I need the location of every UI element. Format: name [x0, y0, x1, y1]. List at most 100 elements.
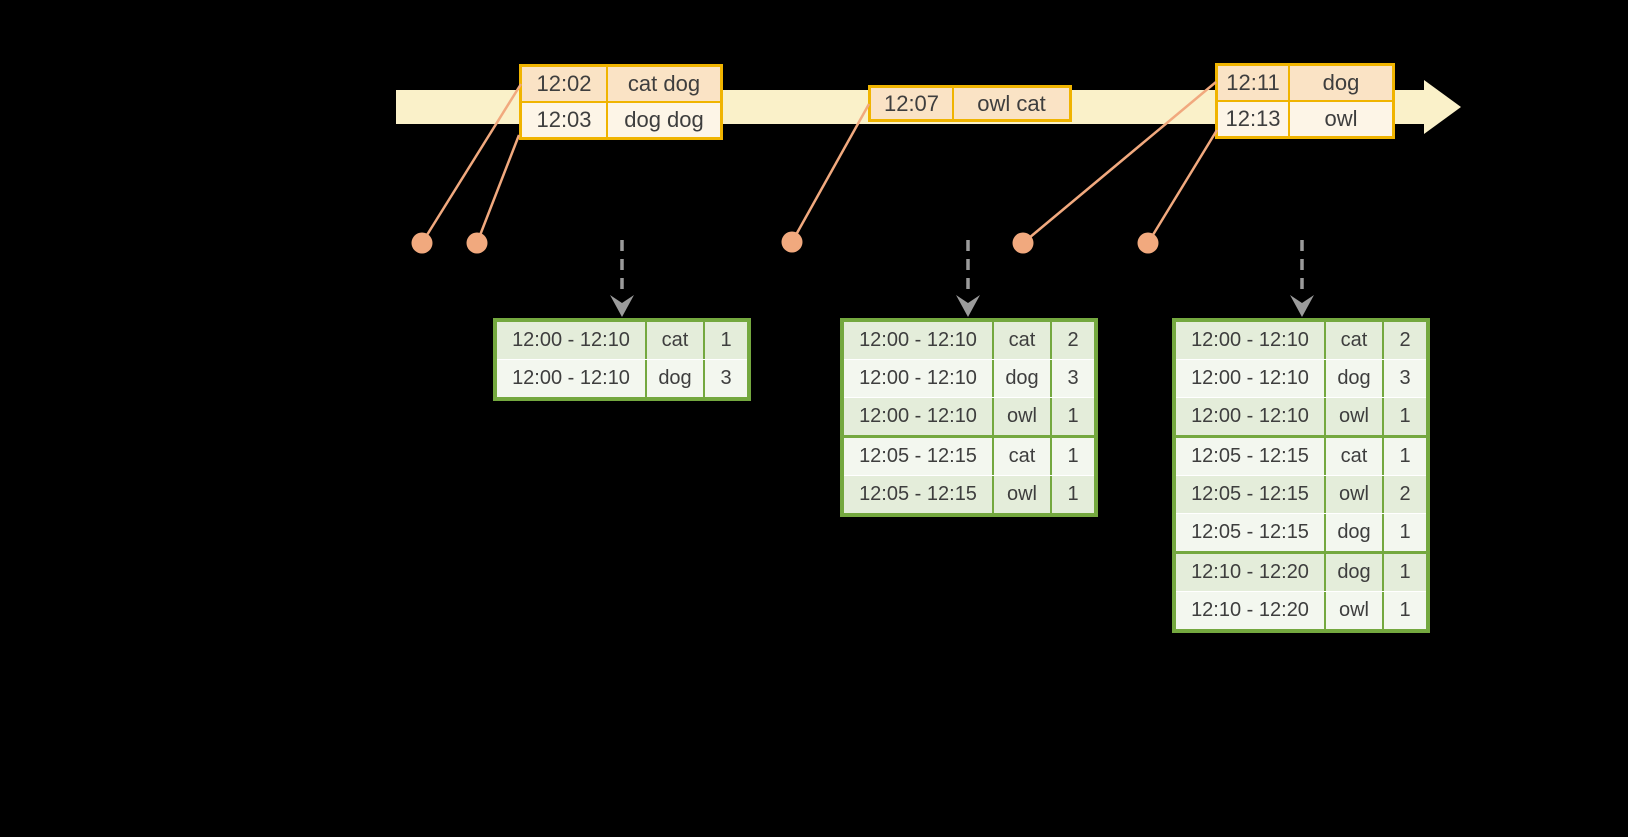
result-word-cell: owl: [1326, 398, 1382, 435]
result-word-cell: owl: [994, 398, 1050, 435]
connector-line: [790, 103, 871, 243]
result-word-cell: cat: [994, 322, 1050, 359]
result-count-cell: 1: [1052, 398, 1094, 435]
result-window-cell: 12:10 - 12:20: [1176, 554, 1324, 591]
result-window-cell: 12:00 - 12:10: [1176, 398, 1324, 435]
trigger-arrows: [610, 240, 1314, 317]
event-dots: [411, 231, 1159, 254]
result-count-cell: 1: [1384, 398, 1426, 435]
connector-line: [475, 134, 521, 244]
result-window-cell: 12:05 - 12:15: [844, 476, 992, 513]
event-time-cell: 12:03: [522, 103, 606, 137]
result-count-cell: 1: [705, 322, 747, 359]
timeline-arrowhead-icon: [1424, 80, 1461, 134]
event-dot-icon: [1137, 232, 1159, 254]
result-count-cell: 1: [1052, 476, 1094, 513]
event-words-cell: cat dog: [608, 67, 720, 101]
result-window-cell: 12:00 - 12:10: [1176, 322, 1324, 359]
result-word-cell: owl: [1326, 592, 1382, 629]
result-word-cell: cat: [1326, 438, 1382, 475]
result-word-cell: owl: [994, 476, 1050, 513]
result-word-cell: cat: [994, 438, 1050, 475]
result-word-cell: cat: [1326, 322, 1382, 359]
result-count-cell: 1: [1052, 438, 1094, 475]
result-count-cell: 1: [1384, 514, 1426, 551]
result-count-cell: 1: [1384, 592, 1426, 629]
event-dot-icon: [781, 231, 803, 253]
event-time-cell: 12:13: [1218, 102, 1288, 136]
result-word-cell: dog: [1326, 360, 1382, 397]
result-window-cell: 12:05 - 12:15: [844, 438, 992, 475]
result-word-cell: owl: [1326, 476, 1382, 513]
event-time-cell: 12:07: [871, 88, 952, 119]
result-count-cell: 2: [1384, 476, 1426, 513]
result-window-cell: 12:05 - 12:15: [1176, 514, 1324, 551]
result-word-cell: dog: [1326, 554, 1382, 591]
result-window-cell: 12:00 - 12:10: [1176, 360, 1324, 397]
result-count-cell: 3: [705, 360, 747, 397]
result-window-cell: 12:05 - 12:15: [1176, 438, 1324, 475]
result-window-cell: 12:00 - 12:10: [844, 398, 992, 435]
result-word-cell: dog: [1326, 514, 1382, 551]
result-count-cell: 1: [1384, 554, 1426, 591]
trigger-arrow-icon: [610, 240, 634, 317]
trigger-arrow-icon: [956, 240, 980, 317]
result-word-cell: cat: [647, 322, 703, 359]
event-dot-icon: [466, 232, 488, 254]
result-word-cell: dog: [647, 360, 703, 397]
result-window-cell: 12:00 - 12:10: [497, 322, 645, 359]
result-window-cell: 12:05 - 12:15: [1176, 476, 1324, 513]
result-count-cell: 2: [1052, 322, 1094, 359]
event-dot-icon: [411, 232, 433, 254]
result-window-cell: 12:00 - 12:10: [844, 360, 992, 397]
event-time-cell: 12:02: [522, 67, 606, 101]
event-words-cell: owl: [1290, 102, 1392, 136]
event-time-cell: 12:11: [1218, 66, 1288, 100]
result-count-cell: 3: [1384, 360, 1426, 397]
event-words-cell: owl cat: [954, 88, 1069, 119]
event-dot-icon: [1012, 232, 1034, 254]
result-window-cell: 12:00 - 12:10: [497, 360, 645, 397]
event-words-cell: dog dog: [608, 103, 720, 137]
result-count-cell: 1: [1384, 438, 1426, 475]
connector-line: [1146, 129, 1219, 244]
result-word-cell: dog: [994, 360, 1050, 397]
result-window-cell: 12:10 - 12:20: [1176, 592, 1324, 629]
result-window-cell: 12:00 - 12:10: [844, 322, 992, 359]
result-count-cell: 3: [1052, 360, 1094, 397]
trigger-arrow-icon: [1290, 240, 1314, 317]
event-words-cell: dog: [1290, 66, 1392, 100]
